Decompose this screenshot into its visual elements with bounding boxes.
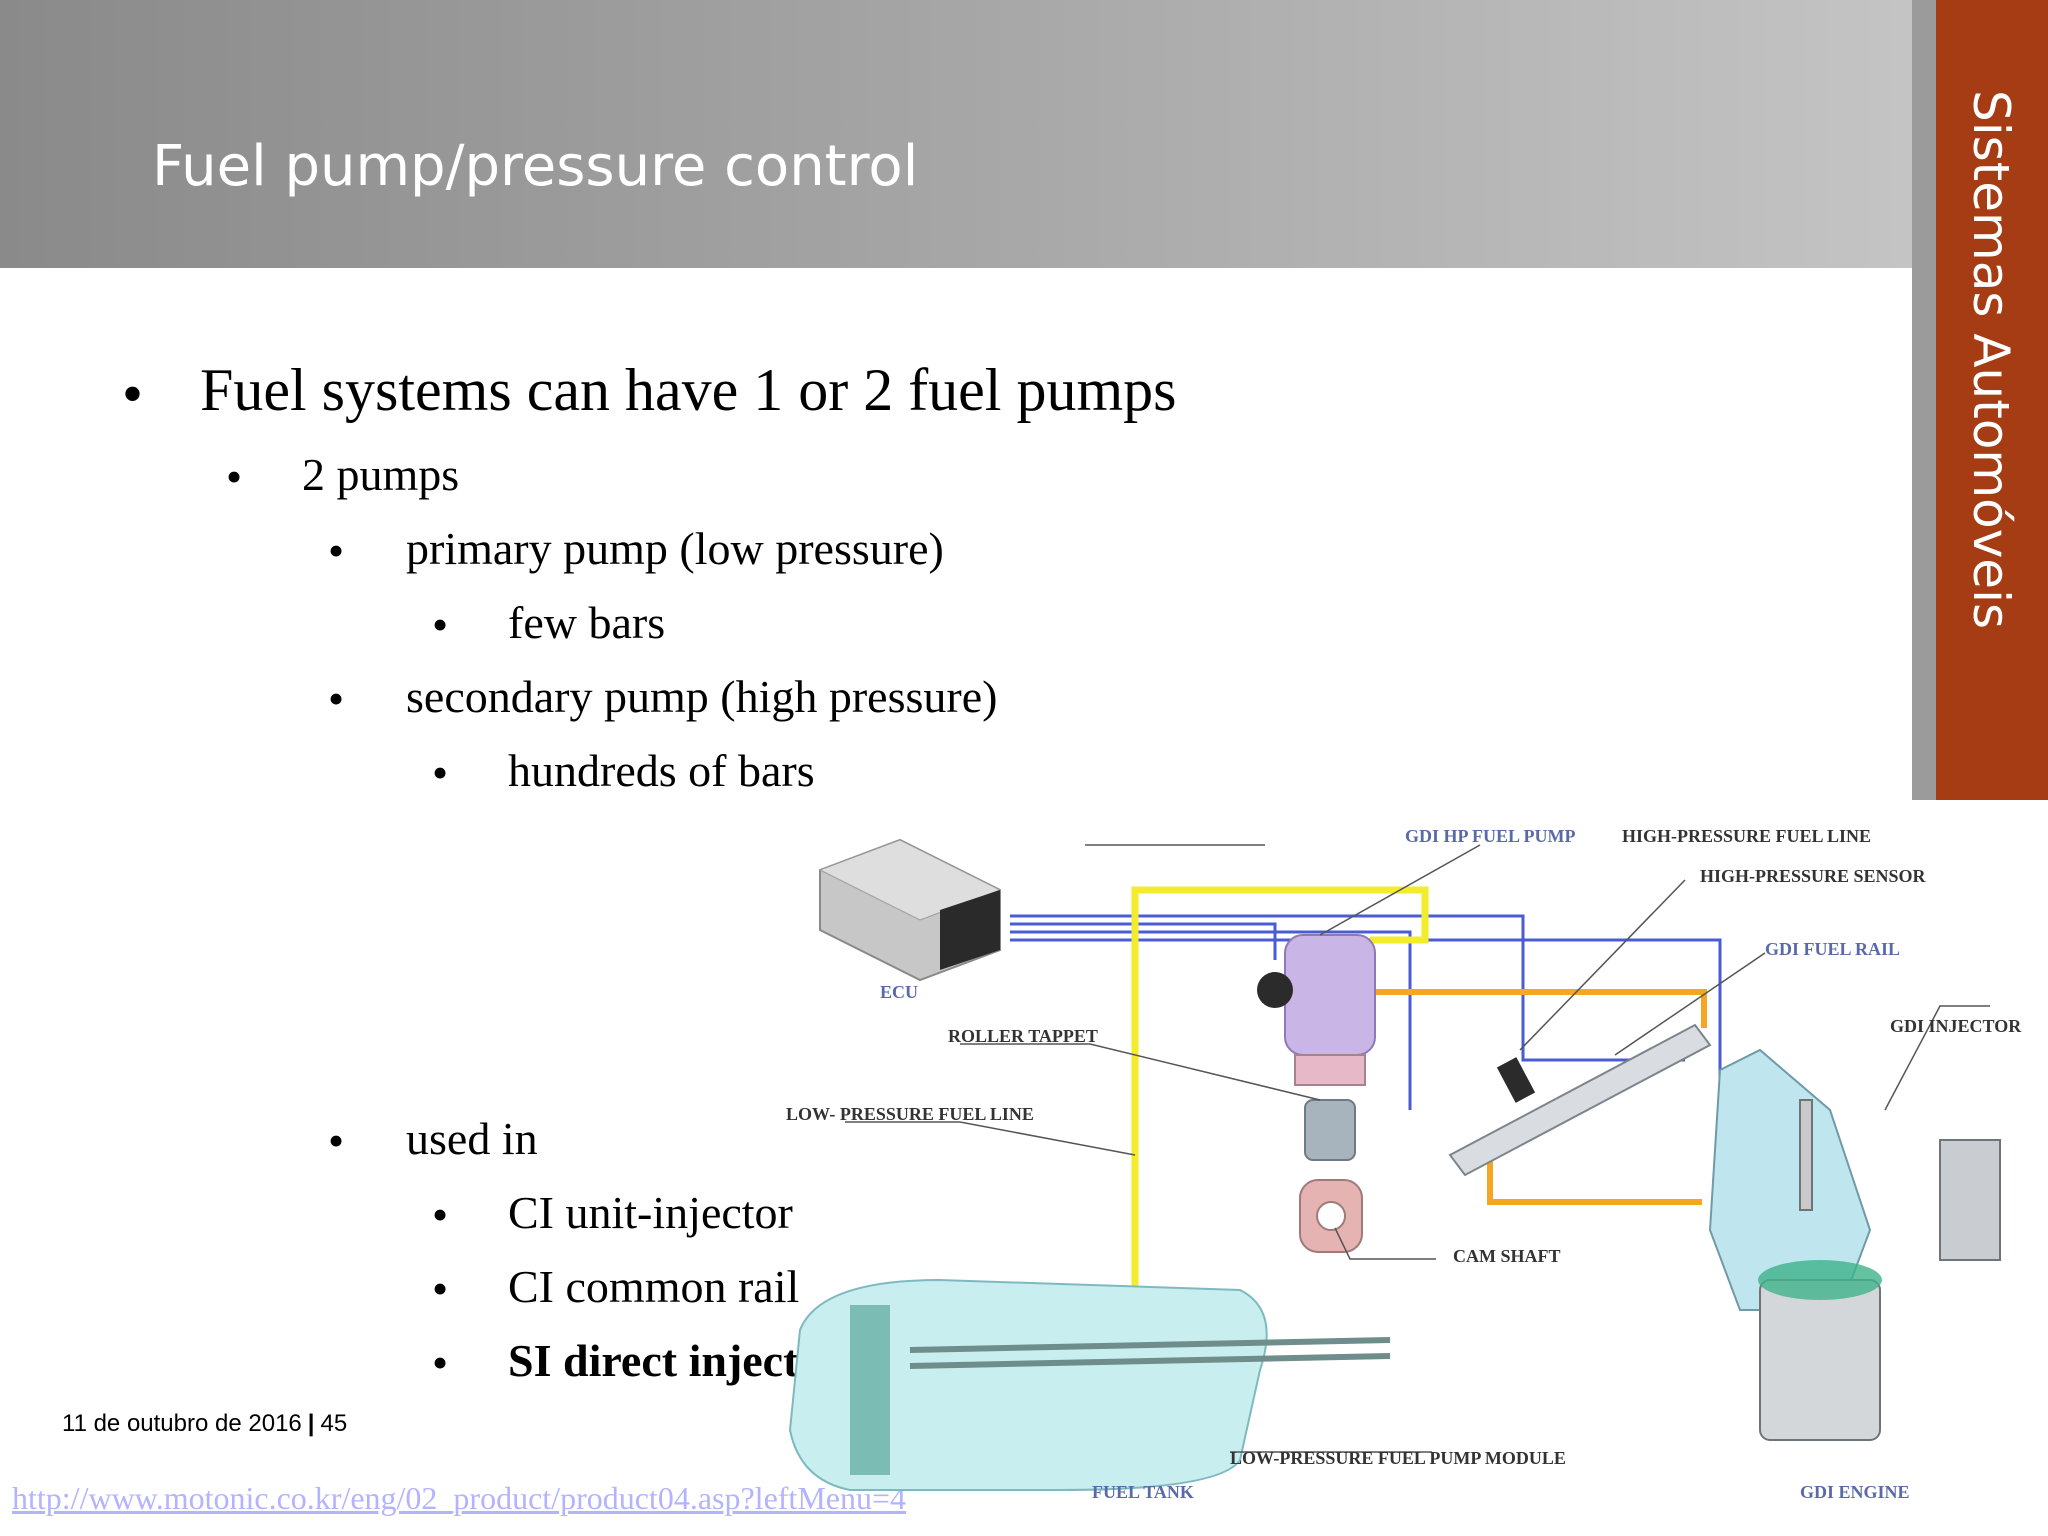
label-gdi-fuel-rail: GDI FUEL RAIL: [1765, 939, 1900, 959]
ecu-unit: [818, 838, 1002, 982]
bullet-ci-common-rail: CI common rail: [508, 1261, 800, 1312]
label-gdi-engine: GDI ENGINE: [1800, 1482, 1910, 1502]
label-high-pressure-sensor: HIGH-PRESSURE SENSOR: [1700, 866, 1927, 886]
label-fuel-tank: FUEL TANK: [1092, 1482, 1194, 1502]
bullet-marker: •: [328, 673, 345, 724]
high-pressure-return-line: [1487, 1158, 1702, 1205]
footer-separator: |: [307, 1410, 315, 1437]
bullet-marker: •: [432, 1337, 449, 1388]
label-low-pressure-fuel-pump-module: LOW-PRESSURE FUEL PUMP MODULE: [1230, 1448, 1566, 1468]
bullet-marker: •: [328, 525, 345, 576]
low-pressure-fuel-line: [1131, 886, 1429, 1300]
side-band-label: Sistemas Automóveis: [1962, 90, 2020, 630]
label-ecu: ECU: [880, 982, 918, 1002]
label-low-pressure-fuel-line: LOW- PRESSURE FUEL LINE: [786, 1104, 1034, 1124]
bullet-primary-pump: primary pump (low pressure): [406, 523, 944, 574]
bullet-few-bars: few bars: [508, 597, 666, 648]
label-high-pressure-fuel-line: HIGH-PRESSURE FUEL LINE: [1622, 826, 1871, 846]
bullet-marker: •: [122, 361, 144, 427]
fuel-system-diagram: GDI HP FUEL PUMP HIGH-PRESSURE FUEL LINE…: [786, 826, 2022, 1502]
bullet-marker: •: [432, 599, 449, 650]
high-pressure-fuel-line: [1320, 989, 1707, 1028]
slide-title: Fuel pump/pressure control: [152, 134, 919, 199]
title-bar: [0, 0, 1912, 268]
ecu-signal-lines: [1010, 914, 1722, 1145]
bullet-2-pumps: 2 pumps: [302, 449, 460, 500]
source-link[interactable]: http://www.motonic.co.kr/eng/02_product/…: [12, 1480, 907, 1516]
bullet-marker: •: [432, 1263, 449, 1314]
footer-date-page: 11 de outubro de 2016|45: [62, 1410, 347, 1438]
bullet-hundreds-of-bars: hundreds of bars: [508, 745, 815, 796]
page-number: 45: [320, 1410, 348, 1437]
bullet-marker: •: [432, 1189, 449, 1240]
bullet-ci-unit-injector: CI unit-injector: [508, 1187, 793, 1238]
gdi-fuel-rail: [1448, 1023, 1712, 1177]
bullet-marker: •: [328, 1115, 345, 1166]
label-gdi-injector: GDI INJECTOR: [1890, 1016, 2022, 1036]
side-band-shadow: [1912, 0, 1936, 800]
cam-shaft: [1299, 1179, 1363, 1253]
side-band: [1936, 0, 2048, 800]
bullet-used-in: used in: [406, 1113, 538, 1164]
label-gdi-hp-fuel-pump: GDI HP FUEL PUMP: [1405, 826, 1576, 846]
fuel-tank: [788, 1278, 1391, 1491]
footer-date: 11 de outubro de 2016: [62, 1410, 302, 1437]
bullet-fuel-systems: Fuel systems can have 1 or 2 fuel pumps: [200, 357, 1177, 423]
bullet-marker: •: [226, 451, 243, 502]
leader-lines: [845, 844, 1990, 1453]
label-cam-shaft: CAM SHAFT: [1453, 1246, 1561, 1266]
gdi-engine: [1708, 1048, 2001, 1441]
bullet-marker: •: [432, 747, 449, 798]
bullet-secondary-pump: secondary pump (high pressure): [406, 671, 998, 722]
label-roller-tappet: ROLLER TAPPET: [948, 1026, 1098, 1046]
hp-fuel-pump: [1257, 934, 1376, 1161]
